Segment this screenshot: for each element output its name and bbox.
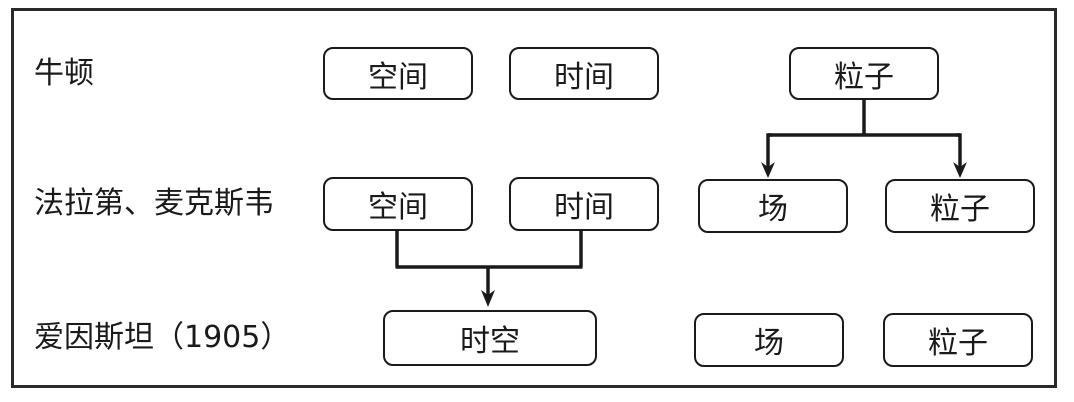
arrowhead-to-spacetime — [481, 290, 495, 307]
row-label-faraday-maxwell: 法拉第、麦克斯韦 — [34, 186, 274, 221]
node-newton-particle: 粒子 — [789, 47, 939, 100]
arrowhead-to-particle — [953, 162, 967, 178]
arrowhead-to-field — [761, 162, 775, 178]
node-newton-space: 空间 — [323, 47, 473, 100]
node-einstein-spacetime: 时空 — [383, 310, 597, 366]
node-fm-field: 场 — [698, 179, 848, 233]
node-einstein-particle: 粒子 — [883, 313, 1033, 367]
row-label-newton: 牛顿 — [34, 56, 94, 91]
merge-connector — [395, 231, 583, 296]
diagram-frame — [11, 8, 1057, 388]
node-newton-time: 时间 — [509, 47, 659, 100]
node-einstein-field: 场 — [694, 313, 844, 367]
node-fm-time: 时间 — [509, 177, 659, 231]
split-connector — [766, 100, 962, 170]
row-label-einstein: 爱因斯坦（1905） — [34, 320, 291, 355]
node-fm-particle: 粒子 — [885, 179, 1035, 233]
node-fm-space: 空间 — [323, 177, 473, 231]
